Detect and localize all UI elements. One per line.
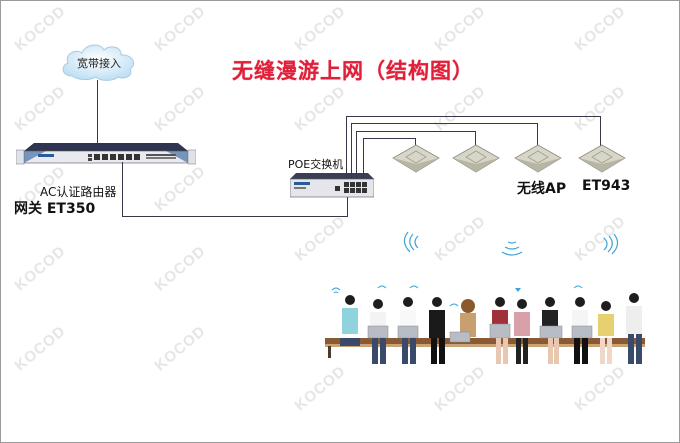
access-point-device: [578, 144, 626, 173]
connection-line: [363, 138, 416, 139]
access-point-device: [452, 144, 500, 173]
connection-line: [346, 116, 347, 178]
connection-line: [600, 116, 601, 146]
connection-line: [356, 131, 476, 132]
connection-line: [363, 138, 364, 178]
connection-line: [475, 131, 476, 146]
cloud-icon: [62, 44, 135, 81]
diagram-title: 无缝漫游上网（结构图）: [232, 59, 474, 83]
connection-line: [346, 116, 600, 117]
connection-line: [537, 123, 538, 146]
connection-line: [97, 80, 98, 152]
access-point-device: [392, 144, 440, 173]
cloud-label: 宽带接入: [77, 57, 121, 70]
wifi-signal-icon: [603, 233, 619, 255]
users-on-bench-illustration: [325, 285, 645, 364]
wifi-signal-icon: [403, 231, 419, 253]
poe-switch-device: [290, 173, 374, 198]
connection-line: [122, 216, 348, 217]
switch-label: POE交换机: [288, 158, 344, 171]
router-device: [16, 143, 196, 165]
access-point-device: [514, 144, 562, 173]
connection-line: [415, 138, 416, 146]
router-model-label: 网关 ET350: [14, 201, 96, 217]
connection-line: [356, 131, 357, 178]
connection-line: [351, 123, 352, 178]
wifi-signal-icon: [501, 241, 523, 256]
connection-line: [347, 193, 348, 217]
connection-line: [122, 162, 123, 217]
ap-type-label: 无线AP: [517, 181, 567, 197]
connection-line: [351, 123, 538, 124]
router-type-label: AC认证路由器: [40, 185, 117, 199]
ap-model-label: ET943: [582, 178, 631, 194]
